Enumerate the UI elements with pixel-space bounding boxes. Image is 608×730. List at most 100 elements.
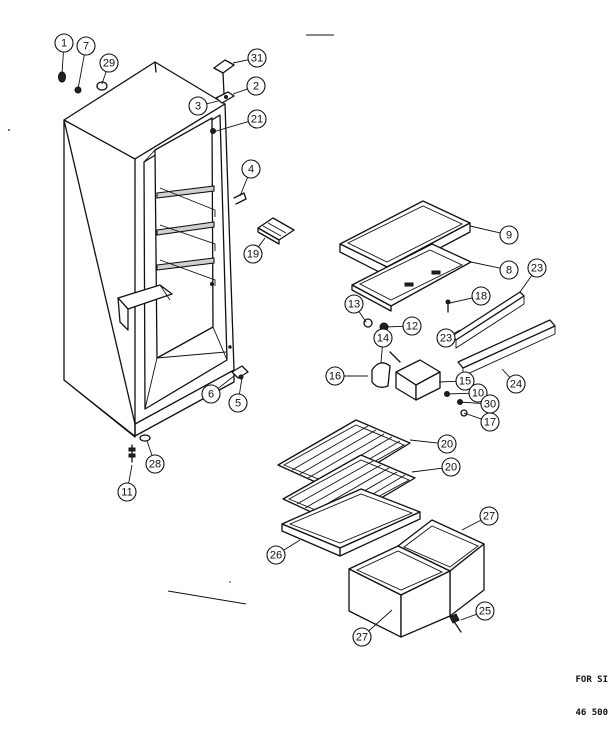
corner-note-line2: 46 500 <box>575 708 608 718</box>
callout-leader <box>449 297 473 304</box>
callout-leader <box>438 380 457 383</box>
callout-circle <box>325 366 345 386</box>
crisper-cover-26 <box>281 488 421 557</box>
callout-7: 7 <box>76 36 96 90</box>
callout-12: 12 <box>384 316 422 336</box>
callout-circle <box>201 384 221 404</box>
callout-number: 21 <box>251 114 263 126</box>
callout-circle <box>373 328 393 348</box>
callout-6: 6 <box>201 375 235 404</box>
callout-number: 4 <box>248 164 254 176</box>
callout-leader <box>445 392 470 395</box>
callout-number: 15 <box>459 376 471 388</box>
exploded-parts-diagram: 1729312321419652811982318131223141615241… <box>8 33 556 647</box>
callout-number: 25 <box>479 606 491 618</box>
callout-13: 13 <box>344 294 367 323</box>
callout-4: 4 <box>239 159 261 197</box>
callout-leader <box>460 613 477 621</box>
callout-number: 5 <box>235 398 241 410</box>
callout-leader <box>239 177 249 197</box>
callout-leader <box>232 59 249 64</box>
callout-leader <box>128 464 133 484</box>
callout-circle <box>468 383 488 403</box>
callout-11: 11 <box>117 464 137 502</box>
callout-leader <box>453 329 461 334</box>
stray-marks <box>8 34 334 605</box>
callout-circle <box>437 434 457 454</box>
callout-leader <box>212 121 249 133</box>
leveling-foot <box>128 434 151 463</box>
callout-circle <box>455 371 475 391</box>
callout-leader <box>101 71 107 85</box>
callout-15: 15 <box>438 371 475 391</box>
callout-circle <box>475 601 495 621</box>
callout-26: 26 <box>266 539 301 565</box>
callout-number: 9 <box>506 230 512 242</box>
callout-number: 20 <box>445 462 457 474</box>
callout-circle <box>506 374 526 394</box>
callout-9: 9 <box>469 225 519 245</box>
callout-number: 8 <box>506 265 512 277</box>
callout-circle <box>228 393 248 413</box>
hardware-top-left <box>58 71 108 94</box>
callout-circle <box>499 225 519 245</box>
callout-leader <box>469 225 501 234</box>
callout-20: 20 <box>409 434 457 454</box>
control-housing-14-16 <box>371 351 441 401</box>
callout-circle <box>479 506 499 526</box>
callout-leader <box>458 401 482 404</box>
callout-29: 29 <box>99 53 119 85</box>
callout-leader <box>470 261 501 269</box>
callout-number: 27 <box>356 632 368 644</box>
callout-number: 7 <box>83 41 89 53</box>
callout-number: 20 <box>441 439 453 451</box>
callout-circle <box>76 36 96 56</box>
callout-number: 11 <box>121 487 132 499</box>
callout-number: 10 <box>472 388 484 400</box>
callout-leader <box>238 377 243 395</box>
callout-number: 31 <box>251 53 263 65</box>
callout-circle <box>352 627 372 647</box>
callout-circle <box>246 76 266 96</box>
callout-circle <box>266 545 286 565</box>
callout-number: 12 <box>406 321 418 333</box>
callout-number: 14 <box>377 333 389 345</box>
callout-16: 16 <box>325 366 368 386</box>
callout-14: 14 <box>373 328 393 364</box>
callout-leader <box>77 54 85 90</box>
callout-17: 17 <box>463 412 500 432</box>
callout-leader <box>217 375 235 389</box>
callout-31: 31 <box>232 48 267 68</box>
callout-number: 13 <box>348 299 360 311</box>
control-19 <box>257 217 295 245</box>
callout-21: 21 <box>212 109 267 133</box>
callout-number: 19 <box>247 249 259 261</box>
callout-23: 23 <box>436 328 461 348</box>
corner-note-line1: FOR SI <box>575 675 608 685</box>
lower-hinge-parts <box>231 365 249 380</box>
callout-leader <box>411 467 443 473</box>
callout-circle <box>247 109 267 129</box>
callout-number: 1 <box>61 38 67 50</box>
callout-circle <box>344 294 364 314</box>
callout-24: 24 <box>501 368 526 394</box>
thermostat-parts <box>363 299 451 332</box>
callout-circle <box>499 260 519 280</box>
callout-leader <box>232 88 248 95</box>
callout-circle <box>188 96 208 116</box>
callout-20: 20 <box>411 457 461 477</box>
callout-10: 10 <box>445 383 488 403</box>
callout-25: 25 <box>460 601 495 621</box>
callout-30: 30 <box>458 394 500 414</box>
callout-5: 5 <box>228 377 248 413</box>
callout-leader <box>61 51 64 75</box>
callout-circle <box>54 33 74 53</box>
callout-circle <box>436 328 456 348</box>
crisper-drawer-27-left <box>348 545 451 638</box>
callout-circle <box>99 53 119 73</box>
callout-leader <box>358 311 367 323</box>
shelf-rails-23 <box>451 291 556 377</box>
callout-leader <box>380 346 383 364</box>
callout-circle <box>247 48 267 68</box>
callout-number: 26 <box>270 550 282 562</box>
